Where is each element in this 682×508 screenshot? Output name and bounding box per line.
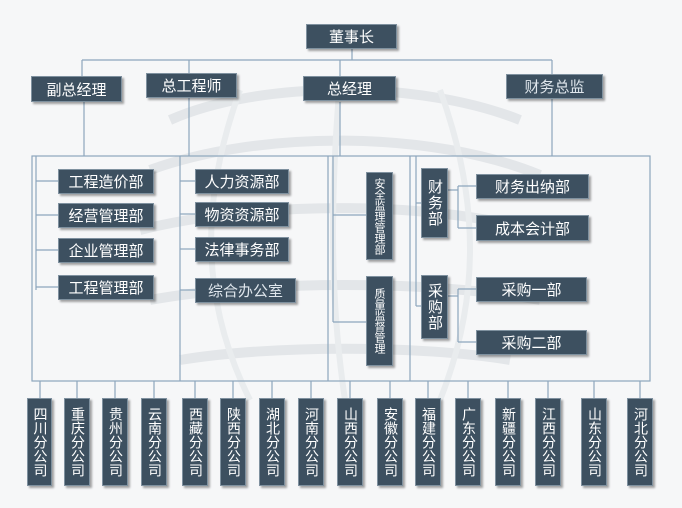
dept-label: 综合办公室 (207, 282, 283, 300)
dept-procurement-2-box: 采购二部 (476, 330, 587, 355)
dept-operations-box: 经营管理部 (58, 203, 154, 228)
dept-label: 成本会计部 (494, 219, 570, 238)
branch-box: 福建分公司 (415, 398, 441, 486)
branch-label: 广东分公司 (460, 407, 476, 477)
branch-box: 山东分公司 (581, 398, 607, 486)
branch-box: 山西分公司 (337, 398, 363, 486)
cfo-box: 财务总监 (506, 74, 603, 99)
dept-engineering-box: 工程管理部 (58, 275, 154, 300)
dept-label: 安全监理管理部 (373, 177, 386, 255)
branch-box: 湖北分公司 (259, 398, 285, 486)
branch-box: 贵州分公司 (102, 398, 128, 486)
branch-box: 西藏分公司 (182, 398, 208, 486)
branch-label: 云南分公司 (146, 407, 162, 477)
dept-label: 采购二部 (501, 334, 562, 352)
dept-label: 人力资源部 (204, 173, 280, 191)
dept-safety-box: 安全监理管理部 (366, 172, 393, 260)
dept-label: 企业管理部 (68, 242, 144, 260)
branch-box: 河南分公司 (298, 398, 324, 486)
branch-label: 江西分公司 (540, 407, 556, 477)
dept-enterprise-box: 企业管理部 (58, 238, 154, 263)
branch-label: 陕西分公司 (225, 407, 241, 477)
dept-hr-box: 人力资源部 (195, 169, 289, 194)
vice-gm-label: 副总经理 (46, 80, 107, 99)
dept-materials-box: 物资资源部 (195, 202, 289, 227)
branch-label: 新疆分公司 (500, 407, 516, 477)
branch-box: 河北分公司 (627, 398, 653, 486)
dept-label: 工程造价部 (68, 173, 144, 191)
branch-label: 河北分公司 (632, 407, 648, 477)
dept-label: 质量监督管理 (373, 288, 386, 354)
dept-cost-box: 工程造价部 (58, 169, 154, 194)
dept-label: 物资资源部 (204, 206, 280, 224)
dept-procurement-1-box: 采购一部 (476, 277, 587, 302)
procurement-dept-box: 采购部 (421, 275, 448, 339)
dept-label: 采购部 (426, 283, 444, 331)
dept-label: 经营管理部 (68, 207, 144, 225)
dept-label: 采购一部 (501, 281, 562, 299)
dept-accounting-box: 成本会计部 (476, 215, 589, 241)
branch-label: 贵州分公司 (107, 407, 123, 477)
branch-label: 福建分公司 (420, 407, 436, 477)
branch-box: 重庆分公司 (64, 398, 90, 486)
dept-label: 财务出纳部 (494, 178, 570, 196)
vice-gm-box: 副总经理 (31, 76, 122, 102)
branch-box: 新疆分公司 (495, 398, 521, 486)
branch-label: 重庆分公司 (69, 407, 85, 477)
chief-engineer-label: 总工程师 (161, 77, 222, 95)
gm-label: 总经理 (326, 80, 372, 98)
branch-label: 湖北分公司 (264, 407, 280, 477)
branch-label: 山西分公司 (342, 407, 358, 477)
dept-cashier-box: 财务出纳部 (476, 174, 589, 199)
branch-label: 河南分公司 (303, 407, 319, 477)
dept-label: 法律事务部 (204, 241, 280, 259)
cfo-label: 财务总监 (524, 78, 585, 96)
branch-label: 四川分公司 (31, 407, 48, 477)
gm-box: 总经理 (303, 76, 396, 101)
dept-quality-box: 质量监督管理 (366, 276, 393, 366)
branch-box: 四川分公司 (27, 398, 52, 486)
branch-box: 安徽分公司 (377, 398, 403, 486)
dept-office-box: 综合办公室 (195, 278, 296, 303)
dept-label: 财务部 (426, 179, 444, 227)
dept-label: 工程管理部 (68, 279, 144, 297)
branch-box: 云南分公司 (141, 398, 167, 486)
branch-box: 广东分公司 (455, 398, 481, 486)
branch-label: 西藏分公司 (187, 407, 203, 477)
branch-label: 安徽分公司 (382, 407, 398, 477)
branch-box: 陕西分公司 (220, 398, 246, 486)
branch-label: 山东分公司 (586, 407, 602, 477)
branch-box: 江西分公司 (535, 398, 561, 486)
chairman-label: 董事长 (328, 28, 374, 46)
finance-dept-box: 财务部 (421, 168, 448, 238)
dept-legal-box: 法律事务部 (195, 237, 289, 262)
chairman-box: 董事长 (306, 24, 397, 49)
chief-engineer-box: 总工程师 (146, 73, 237, 98)
